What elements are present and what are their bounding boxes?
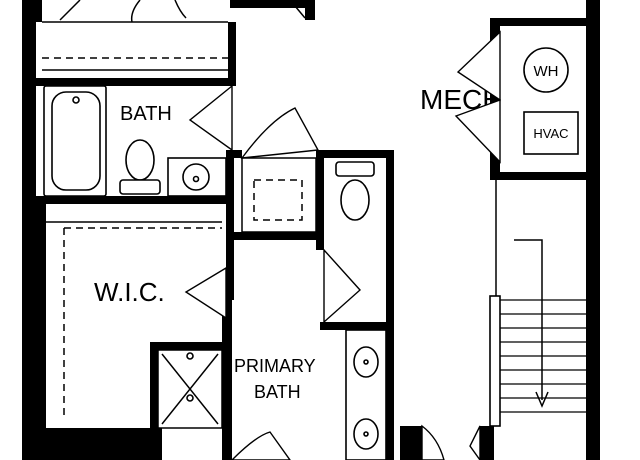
sink-drain: [192, 175, 200, 183]
hvac-label: HVAC: [533, 126, 568, 141]
primary-bath-label-line2: BATH: [254, 382, 301, 402]
wall-primary-right: [386, 325, 394, 460]
mech-door-upper: [456, 30, 501, 102]
wc-toilet-bowl: [340, 179, 370, 221]
wc-door: [323, 248, 361, 324]
wall-mech-bottom: [490, 172, 600, 180]
toilet-bowl: [125, 139, 155, 181]
wall-right-outer: [586, 0, 600, 460]
shower-stall: [240, 107, 320, 233]
wall-closet-right: [228, 22, 236, 86]
bath-room: BATH: [43, 84, 233, 197]
shower-door: [240, 107, 320, 159]
wc-room: [323, 161, 375, 324]
walk-in-closet: W.I.C.: [46, 221, 227, 420]
wall-wc-right: [386, 150, 394, 330]
primary-bath-door: [231, 431, 291, 460]
wall-shower-right: [316, 150, 324, 250]
primary-bath-label-line1: PRIMARY: [234, 356, 316, 376]
stair: [421, 180, 586, 460]
wall-top-center: [230, 0, 310, 8]
toilet-tank: [119, 179, 161, 195]
wc-toilet-tank: [335, 161, 375, 177]
water-heater-tank: [523, 47, 569, 93]
wall-left-outer: [22, 0, 36, 460]
bathtub-basin: [51, 91, 101, 191]
wall-shower-bottom: [226, 232, 324, 240]
shower-drain: [186, 394, 194, 402]
primary-shower: [157, 349, 223, 429]
wall-top-left-short: [22, 0, 42, 22]
primary-bath: PRIMARY BATH: [231, 329, 387, 460]
wall-bath-bottom: [36, 196, 232, 204]
wic-door: [184, 266, 227, 320]
wall-shower-frame: [150, 342, 230, 350]
vanity-drain-lower: [363, 431, 369, 437]
wall-mech-left: [490, 18, 500, 180]
bath-door: [188, 84, 233, 152]
wall-bath-right: [226, 150, 234, 300]
wall-bottom-right-2: [480, 426, 494, 460]
wall-wic-left: [36, 204, 46, 428]
stair-direction-line: [514, 239, 543, 400]
top-closet: [42, 0, 306, 71]
walls: [22, 0, 600, 460]
bathtub-drain: [72, 96, 80, 104]
stair-treads: [500, 299, 586, 413]
shower-pan: [253, 179, 303, 221]
wic-label: W.I.C.: [94, 277, 165, 307]
stair-door: [421, 424, 445, 460]
wall-mech-top: [490, 18, 600, 26]
wall-bottom-left-block: [22, 428, 162, 460]
wall-bath-top: [36, 78, 236, 86]
wall-primary-left: [222, 300, 232, 460]
shower-head: [186, 352, 194, 360]
wall-vanity-top: [320, 322, 394, 330]
stair-rail: [489, 295, 501, 427]
mech-door-lower: [454, 99, 501, 164]
mech-room: MECH WH HVAC: [420, 30, 579, 164]
water-heater-label: WH: [534, 63, 559, 80]
wall-wc-top: [318, 150, 392, 158]
bath-label: BATH: [120, 103, 172, 125]
wall-top-right: [305, 0, 315, 20]
wall-bottom-right: [400, 426, 422, 460]
wall-wc-left: [226, 150, 242, 158]
stair-door-2: [469, 425, 481, 460]
vanity-drain-upper: [363, 359, 369, 365]
wall-shower-frame-left: [150, 342, 158, 432]
stair-direction-arrow: [535, 391, 549, 408]
hvac-unit: [523, 111, 579, 155]
